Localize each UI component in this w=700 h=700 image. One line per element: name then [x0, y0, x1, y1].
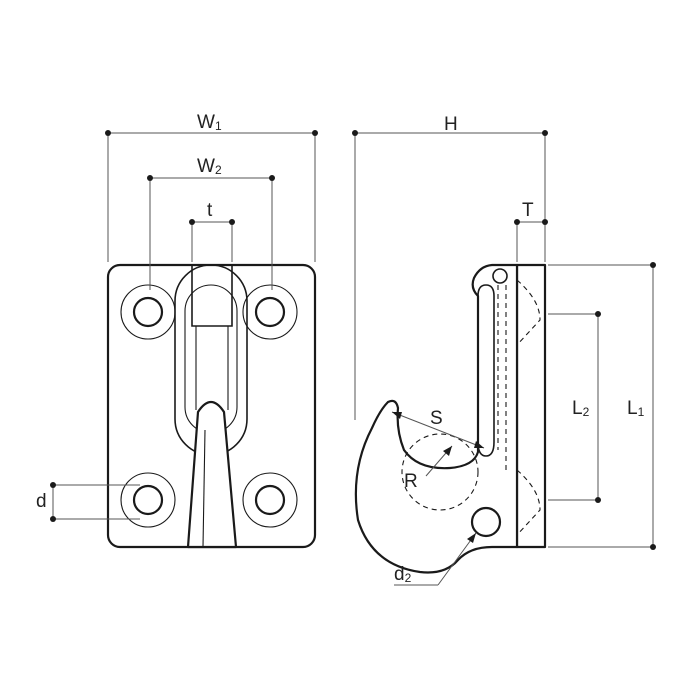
- label-t-upper: T: [522, 200, 534, 221]
- mounting-hole-bottom-left: [120, 472, 176, 528]
- dimension-l1: L1: [548, 262, 656, 550]
- front-view: W1 W2 t d: [36, 112, 318, 549]
- label-w1: W1: [197, 112, 222, 133]
- label-d2: d2: [394, 564, 412, 585]
- dimension-t-upper: T: [514, 200, 548, 262]
- dimension-h: H: [352, 114, 548, 420]
- label-w2: W2: [197, 156, 222, 177]
- mounting-hole-bottom-right: [242, 472, 298, 528]
- dimension-d: d: [36, 482, 140, 522]
- mounting-hole-top-left: [120, 284, 176, 340]
- label-d: d: [36, 491, 47, 512]
- label-t: t: [207, 200, 213, 221]
- dimension-r: R: [404, 445, 453, 492]
- side-view: H T S R d2: [352, 114, 656, 586]
- back-plate-side: [515, 263, 547, 549]
- label-s: S: [430, 408, 443, 429]
- hook-shank-front: [186, 400, 238, 549]
- dimension-t: t: [189, 200, 235, 262]
- dimension-w1: W1: [105, 112, 318, 262]
- label-l2: L2: [572, 398, 590, 419]
- mounting-hole-top-right: [242, 284, 298, 340]
- label-r: R: [404, 471, 418, 492]
- dimension-s: S: [391, 408, 485, 449]
- hole-d2: [470, 506, 502, 538]
- label-l1: L1: [627, 398, 645, 419]
- dimension-d2: d2: [394, 532, 477, 586]
- center-loop: [174, 264, 248, 549]
- radius-circle-hidden: [401, 433, 479, 511]
- dimension-l2: L2: [548, 311, 601, 503]
- dimension-w2: W2: [147, 156, 275, 290]
- label-h: H: [444, 114, 458, 135]
